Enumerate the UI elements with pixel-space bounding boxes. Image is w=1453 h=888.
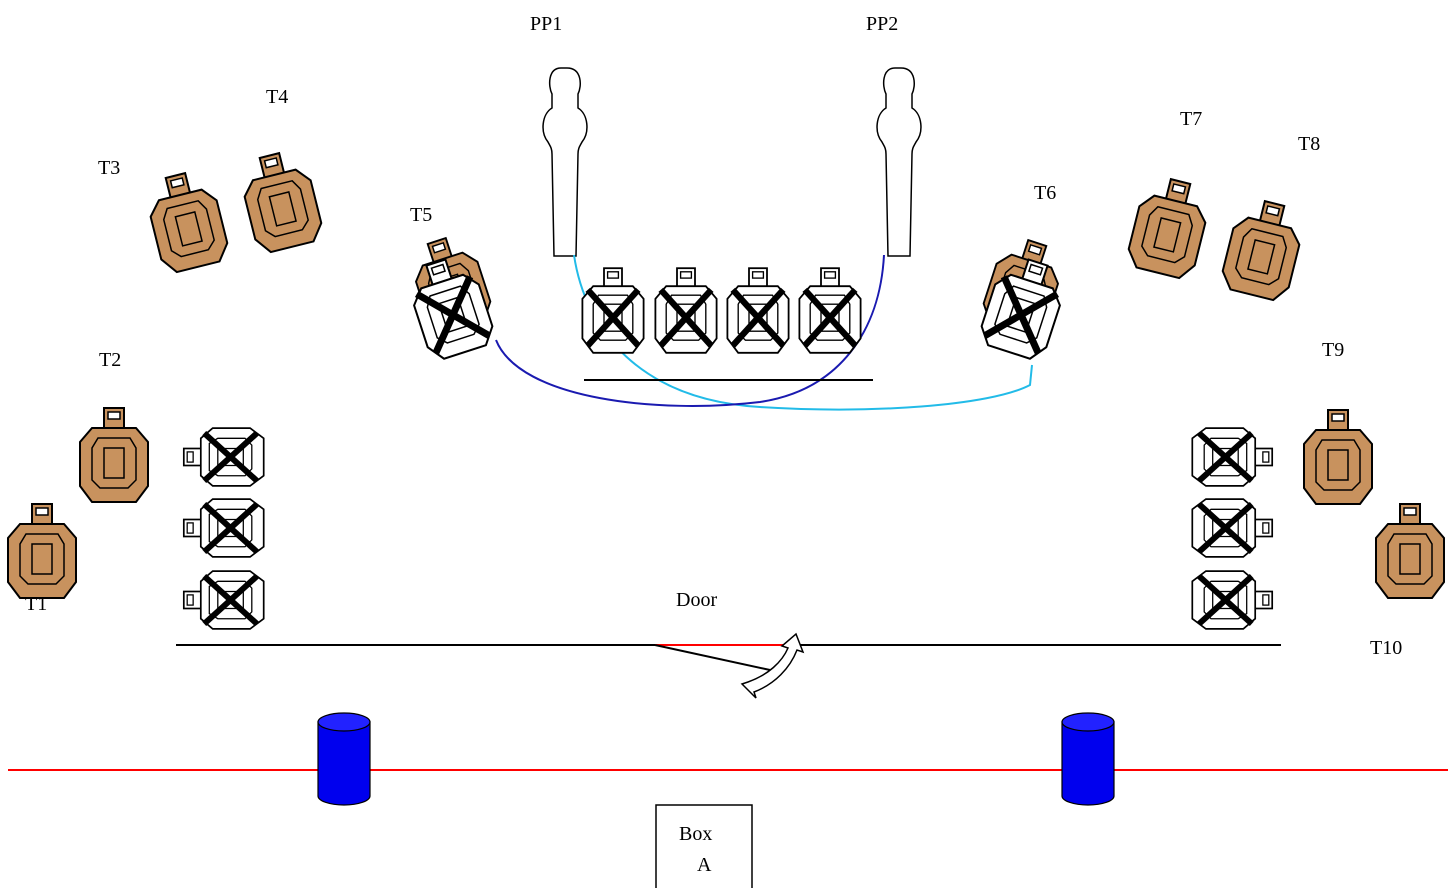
no-shoot-target-icon: [1191, 427, 1274, 487]
popper-pp1: [542, 67, 588, 257]
t8-label: T8: [1298, 133, 1320, 155]
t5-label: T5: [410, 204, 432, 226]
target-t4: [235, 146, 327, 256]
shooting-box-a: [655, 804, 753, 888]
no-shoot-target-icon: [581, 267, 645, 354]
no-shoot-target-icon: [182, 570, 265, 630]
t10-label: T10: [1370, 637, 1402, 659]
target-t3: [141, 166, 233, 276]
t1-label: T1: [25, 593, 47, 615]
no-shoot-target-icon: [182, 427, 265, 487]
t4-label: T4: [266, 86, 288, 108]
door-label: Door: [676, 589, 717, 611]
swing-path-pp2: [495, 254, 885, 407]
barrel-icon: [317, 712, 371, 806]
popper-pp2: [876, 67, 922, 257]
barrel-icon: [1061, 712, 1115, 806]
target-t2: [79, 407, 149, 503]
pp1-label: PP1: [530, 13, 562, 35]
target-t1: [7, 503, 77, 599]
target-t7: [1123, 172, 1215, 282]
box-label-line2: A: [697, 854, 712, 876]
t3-label: T3: [98, 157, 120, 179]
pp2-label: PP2: [866, 13, 898, 35]
t7-label: T7: [1180, 108, 1202, 130]
no-shoot-target-icon: [726, 267, 790, 354]
no-shoot-target-icon: [1191, 498, 1274, 558]
t2-label: T2: [99, 349, 121, 371]
target-t10: [1375, 503, 1445, 599]
no-shoot-target-icon: [654, 267, 718, 354]
t9-label: T9: [1322, 339, 1344, 361]
no-shoot-target-icon: [798, 267, 862, 354]
target-t8: [1217, 194, 1309, 304]
no-shoot-target-icon: [1191, 570, 1274, 630]
box-label-line1: Box: [679, 823, 712, 845]
t6-label: T6: [1034, 182, 1056, 204]
door-leaf: [654, 644, 771, 671]
no-shoot-target-icon: [182, 498, 265, 558]
door-swing-icon: [740, 632, 805, 699]
target-t9: [1303, 409, 1373, 505]
